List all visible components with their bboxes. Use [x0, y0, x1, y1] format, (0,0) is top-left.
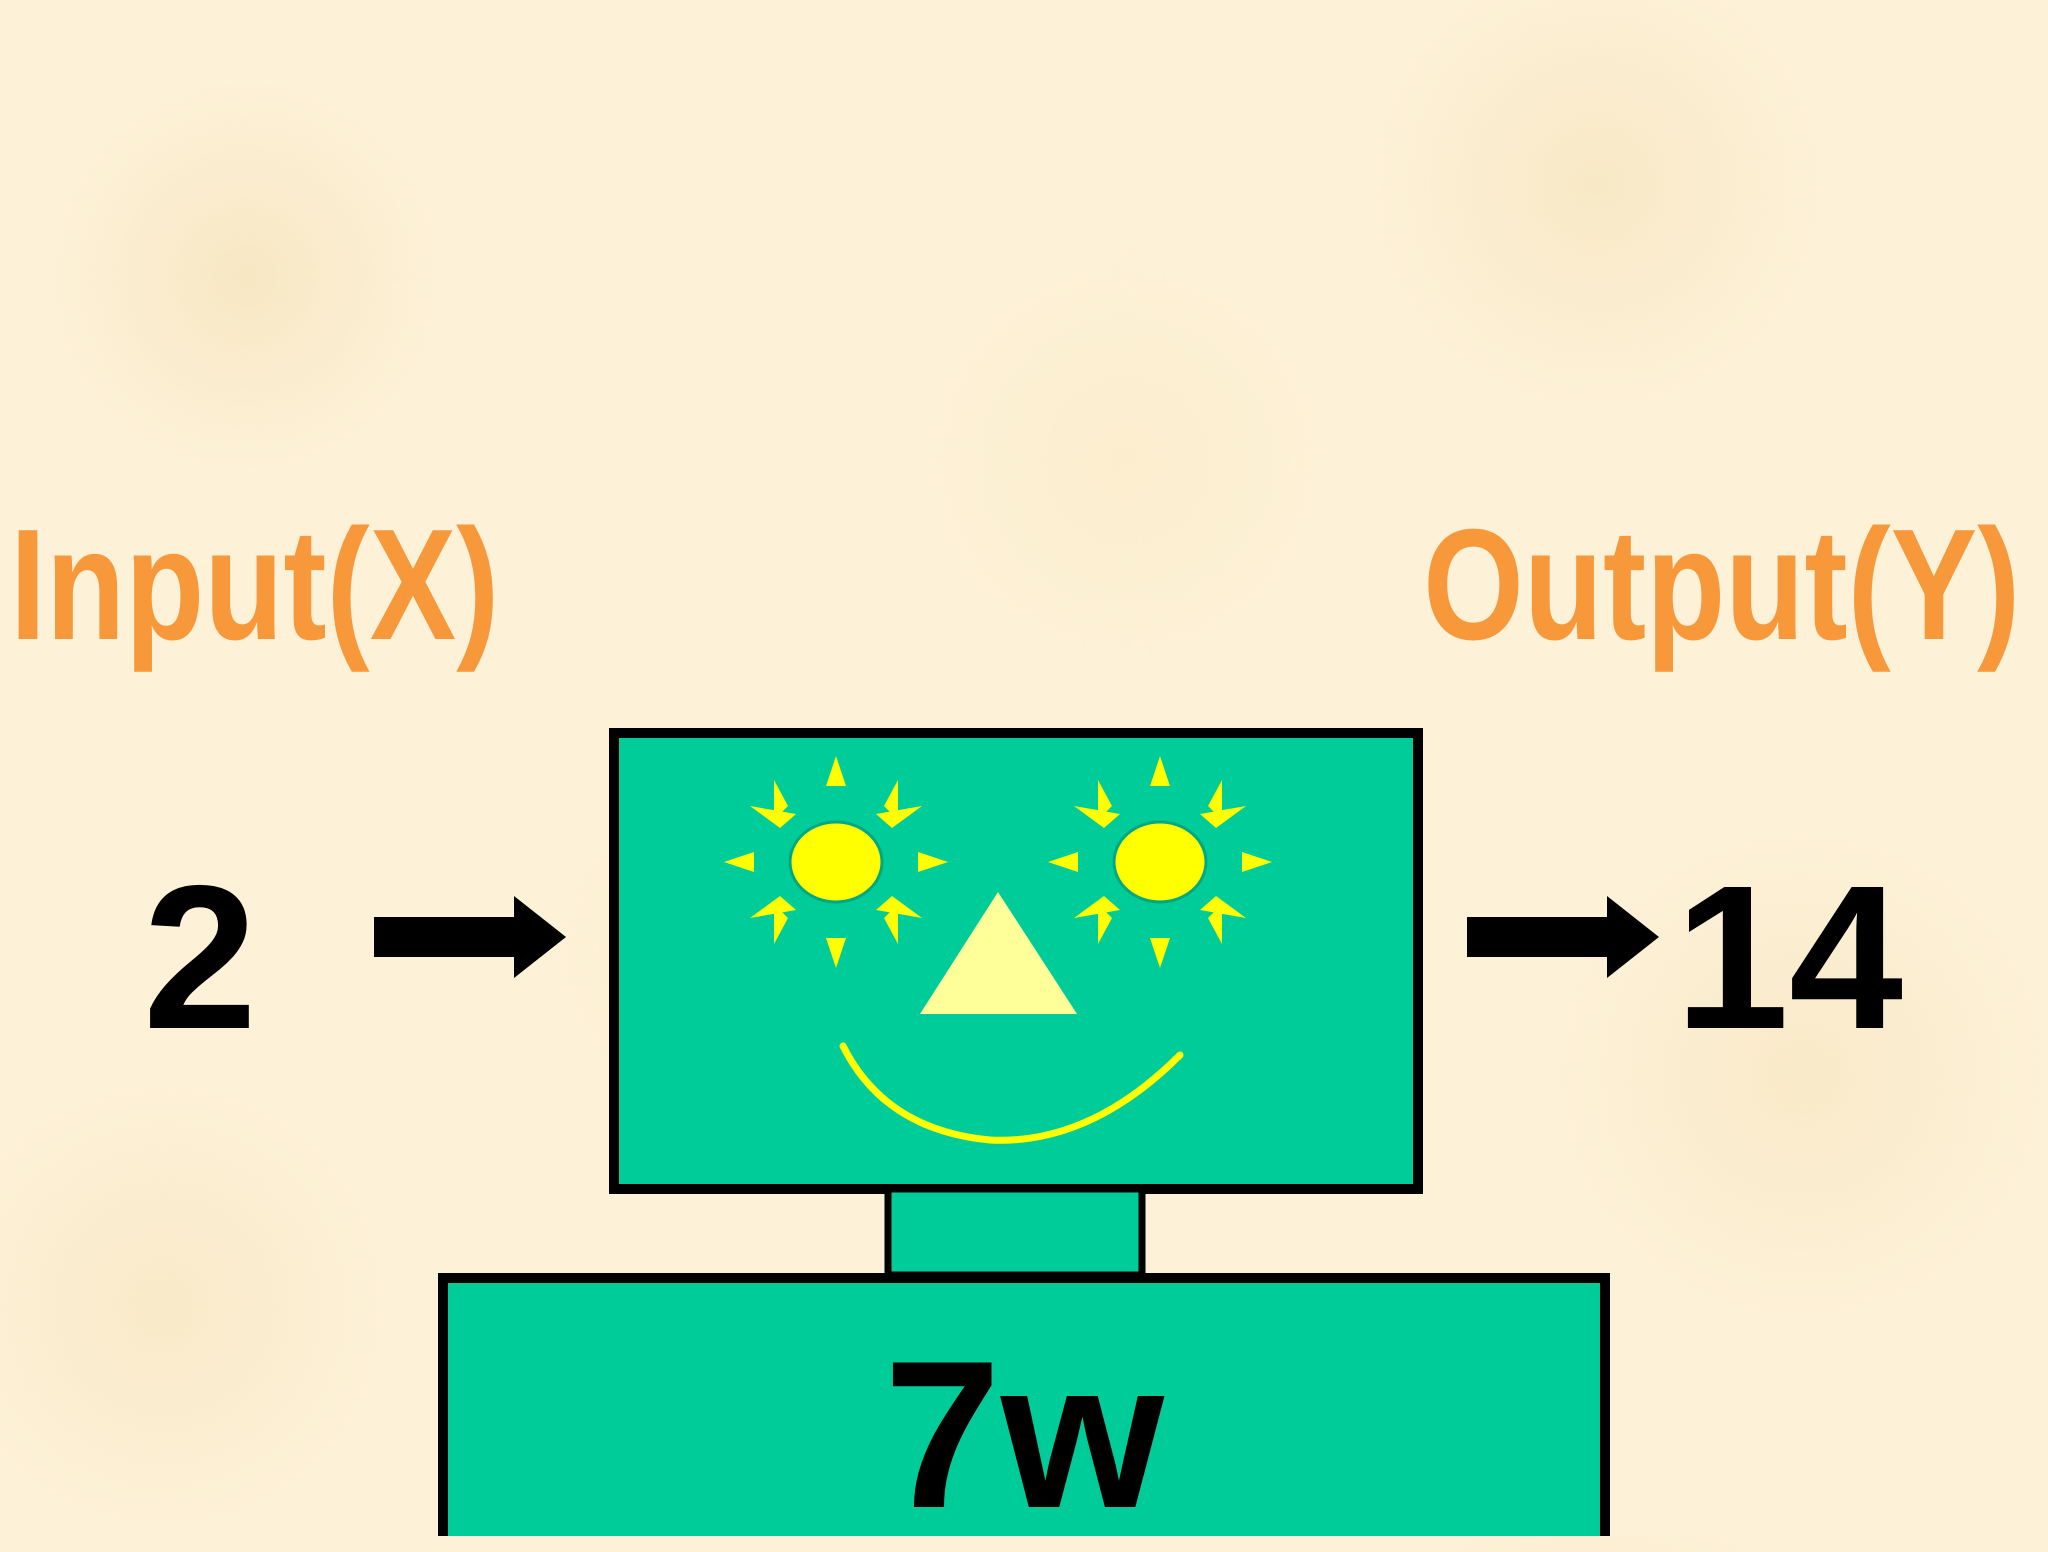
triangle-nose-icon	[920, 892, 1077, 1014]
left-eye-sun-icon	[724, 756, 948, 968]
output-value: 14	[1675, 843, 1904, 1072]
machine-rule: 7w	[883, 1317, 1165, 1552]
right-eye-sun-icon	[1048, 756, 1272, 968]
input-arrow-icon	[374, 896, 566, 978]
input-value: 2	[143, 843, 258, 1072]
input-label: Input(X)	[10, 497, 500, 673]
smile-mouth-icon	[839, 1042, 1184, 1144]
output-label: Output(Y)	[1422, 497, 2020, 673]
output-arrow-icon	[1467, 896, 1659, 978]
machine-base	[438, 1273, 1610, 1536]
machine-neck	[884, 1185, 1146, 1279]
